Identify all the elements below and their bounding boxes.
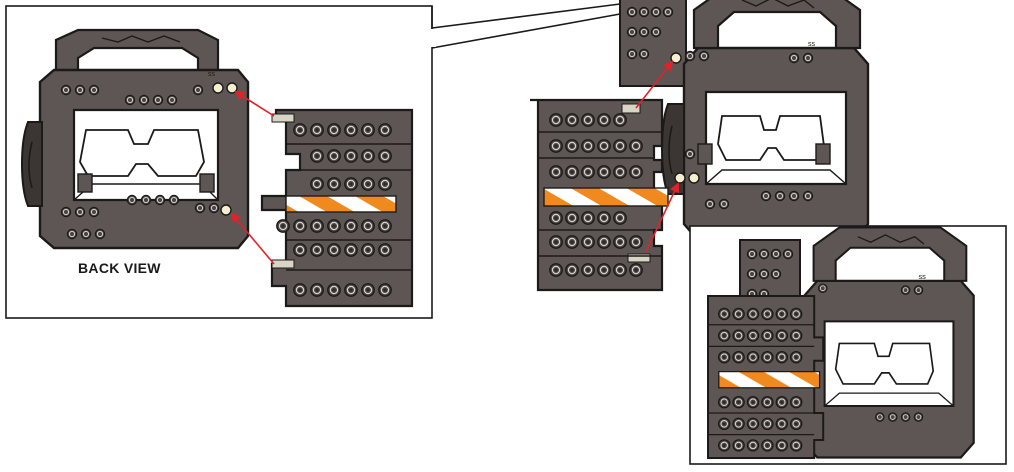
hazard-stripe (719, 372, 820, 388)
connector-pin-icon (227, 83, 237, 93)
connector-pin-icon (221, 205, 231, 215)
connector-pin-icon (671, 53, 681, 63)
callout-pointer-lower (432, 14, 620, 48)
callout-pointer (432, 4, 620, 28)
connector-pin-icon (213, 83, 223, 93)
frame-front-view: ss (662, 0, 868, 240)
assembled-result-box: ss (690, 226, 1006, 464)
connector-pin-icon (689, 173, 699, 183)
connector-pin-icon (675, 173, 685, 183)
svg-text:ss: ss (208, 71, 216, 78)
side-panel-front-view (530, 100, 668, 290)
back-view-callout: ss BACK VIEW (6, 4, 620, 318)
svg-text:ss: ss (808, 41, 816, 48)
hazard-stripe (544, 188, 668, 206)
back-view-label: BACK VIEW (78, 260, 161, 276)
side-panel-assembled (708, 296, 823, 458)
svg-text:ss: ss (918, 272, 926, 281)
hazard-stripe (286, 196, 396, 212)
